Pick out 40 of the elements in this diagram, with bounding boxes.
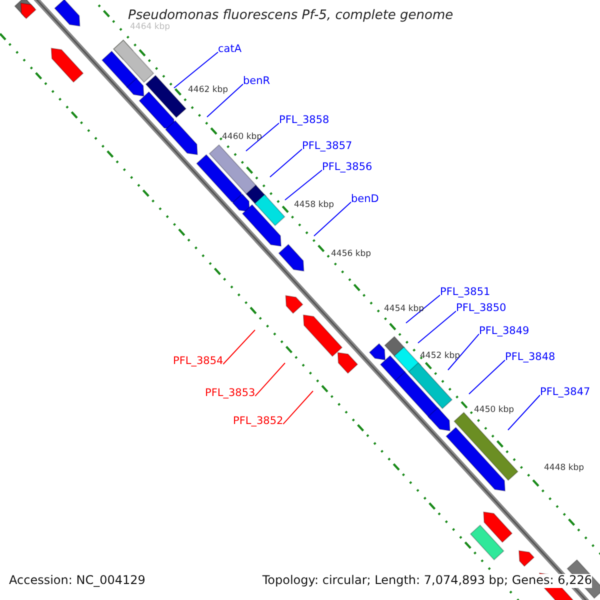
scale-label: 4448 kbp [544, 464, 584, 474]
leader-line [254, 362, 286, 397]
leader-line [246, 122, 280, 152]
title: Pseudomonas fluorescens Pf-5, complete genome [128, 9, 454, 23]
leader-line [206, 84, 244, 118]
scale-label: 4460 kbp [222, 133, 262, 143]
gene-label: benD [351, 193, 379, 206]
gene-label: PFL_3857 [302, 140, 352, 152]
scale-label: 4456 kbp [331, 250, 372, 260]
gene-label: PFL_3849 [479, 325, 530, 338]
footer-text: Topology: circular; Length: 7,074,893 bp; Genes: 6,226 [262, 574, 592, 588]
leader-line [448, 334, 480, 370]
leader-line [284, 170, 322, 200]
scale-label: 4464 kbp [130, 23, 170, 33]
gene-label: PFL_3852 [233, 415, 284, 428]
leader-line [468, 360, 506, 394]
leader-line [314, 202, 352, 236]
leader-line [418, 310, 456, 344]
gene-label: benR [243, 75, 270, 88]
leader-line [406, 294, 440, 324]
leader-line [270, 148, 302, 178]
gene-label: PFL_3851 [440, 286, 490, 298]
scale-label: 4462 kbp [188, 86, 228, 96]
scale-label: 4454 kbp [384, 305, 424, 315]
gene-label: PFL_3858 [279, 114, 330, 126]
scale-label: 4452 kbp [420, 352, 460, 362]
leader-line [282, 390, 314, 425]
leader-line [508, 394, 540, 430]
scale-label: 4450 kbp [474, 406, 514, 416]
gene-label: PFL_3856 [322, 161, 372, 174]
gene-label: PFL_3848 [505, 351, 556, 364]
scale-label: 4458 kbp [294, 201, 334, 211]
gene-label: PFL_3850 [456, 302, 506, 314]
leader-line [174, 52, 218, 88]
gene-label: PFL_3853 [205, 387, 256, 400]
gene-label: PFL_3854 [173, 355, 224, 368]
gene-label: catA [218, 43, 242, 56]
leader-line [222, 330, 256, 365]
gene-label: PFL_3847 [540, 386, 590, 398]
footer-text: Accession: NC_004129 [9, 574, 146, 588]
